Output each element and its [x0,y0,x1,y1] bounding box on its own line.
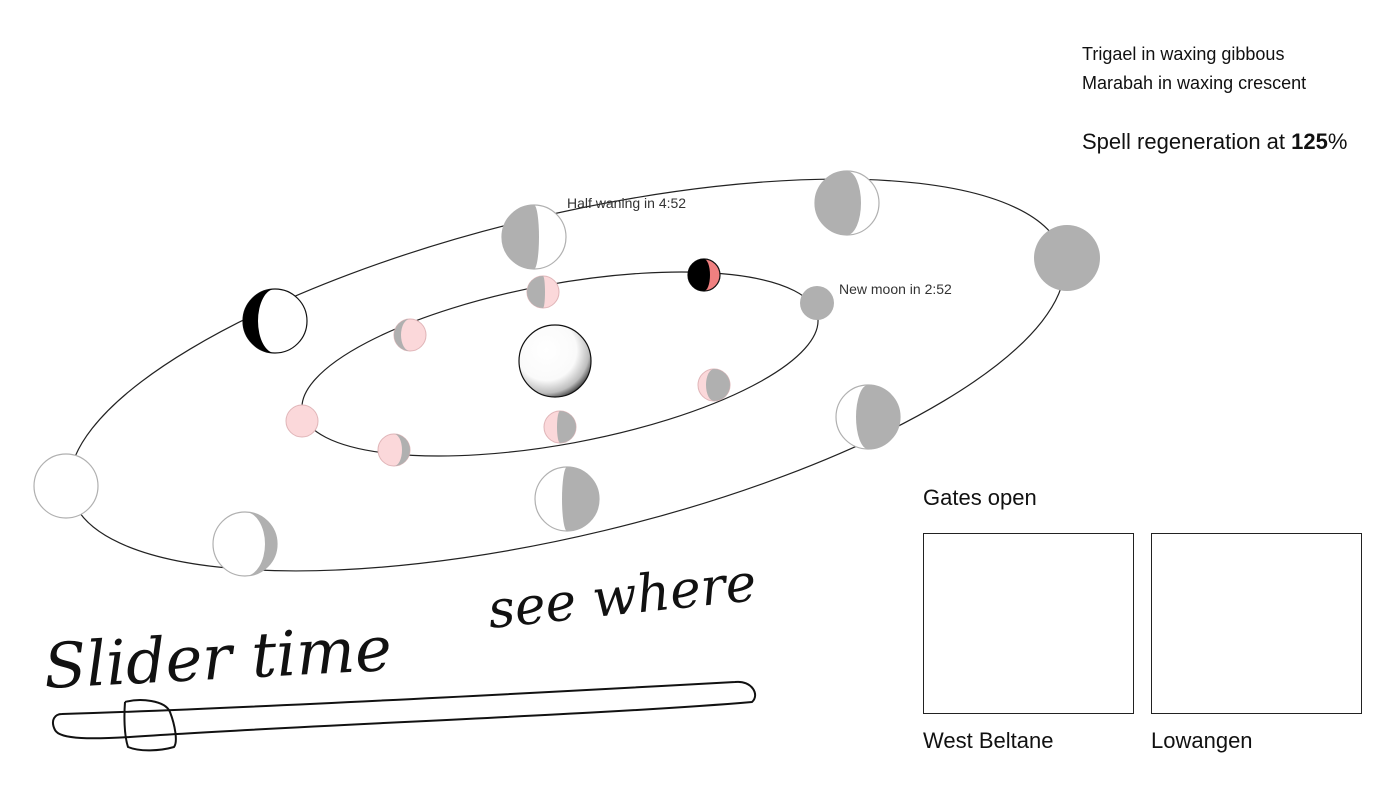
outer-moon-phase-3[interactable] [534,466,600,532]
regen-value: 125 [1291,129,1328,154]
marabah-phase-status: Marabah in waxing crescent [1082,73,1307,93]
gate-west-beltane-box[interactable] [923,533,1134,714]
moon-status-panel: Trigael in waxing gibbous Marabah in wax… [1082,40,1382,155]
current-inner-moon[interactable] [687,258,721,292]
gate-west-beltane[interactable]: West Beltane [923,533,1134,754]
regen-suffix: % [1327,129,1348,154]
inner-orbit-label: New moon in 2:52 [839,281,952,297]
inner-moon-phase-2[interactable] [377,433,411,467]
outer-moon-phase-2[interactable] [212,511,278,577]
regen-prefix: Spell regeneration at [1082,129,1292,154]
outer-moon-phase-1[interactable] [33,453,99,519]
outer-moon-phase-7[interactable] [501,204,567,270]
gate-west-beltane-label: West Beltane [923,728,1054,753]
inner-moon-phase-8[interactable] [393,318,427,352]
trigael-phase-status: Trigael in waxing gibbous [1082,44,1285,64]
outer-moon-phase-4[interactable] [835,384,901,450]
outer-orbit-label: Half waning in 4:52 [567,195,686,211]
slider-handle[interactable] [123,699,177,752]
gates-title: Gates open [923,485,1037,510]
inner-moon-phase-1[interactable] [285,404,319,438]
inner-moon-phase-5[interactable] [800,286,834,320]
spell-regeneration: Spell regeneration at 125% [1082,129,1382,155]
time-slider[interactable] [52,680,757,752]
inner-moon-phase-4[interactable] [697,368,731,402]
central-planet [518,324,592,398]
sketch-note-line2: see where [485,553,759,641]
outer-moon-phase-5[interactable] [1034,225,1100,291]
gate-lowangen[interactable]: Lowangen [1151,533,1362,754]
gate-lowangen-label: Lowangen [1151,728,1253,753]
outer-moon-phase-6[interactable] [814,170,880,236]
current-outer-moon[interactable] [242,288,308,354]
gate-lowangen-box[interactable] [1151,533,1362,714]
slider-track[interactable] [52,680,757,740]
inner-moon-phase-7[interactable] [526,275,560,309]
sketch-note-line1: Slider time [42,612,393,703]
inner-moon-phase-3[interactable] [543,410,577,444]
